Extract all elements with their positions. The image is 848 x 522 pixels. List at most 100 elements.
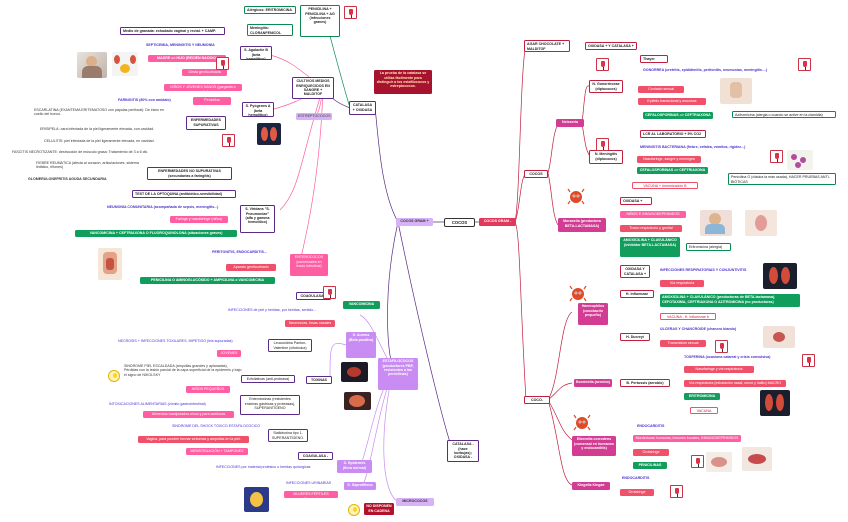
exfoliativas-node[interactable]: Exfoliativas (anti-proteasa) <box>241 375 295 383</box>
neisseria-node[interactable]: Neisseria <box>556 119 584 127</box>
coagulasa-neg-node[interactable]: COAGULASA - <box>298 452 333 460</box>
mordeduras-node[interactable]: Mordeduras humanas, lesiones bucales, IN… <box>633 435 741 442</box>
moraxella-node[interactable]: Moraxella (productora BETA-LACTAMASA) <box>558 218 606 232</box>
via-resp-node[interactable]: Vía respiratoria <box>660 280 704 287</box>
enfermedades-supurativas-node[interactable]: ENFERMEDADES SUPURATIVAS <box>186 116 226 130</box>
leucocidina-node[interactable]: Leucocidina Panton-Valentine (citotóxica… <box>268 339 312 352</box>
estreptococos-node[interactable]: ESTREPTOCOCOS <box>296 113 332 120</box>
child-image <box>700 210 732 236</box>
saprofiticus-node[interactable]: S. Saprofíticus <box>344 482 376 490</box>
gut-image <box>344 392 371 410</box>
pyogenes-node[interactable]: S. Pyógenes A (beta hemolítico) <box>242 102 274 117</box>
penicilinas-node[interactable]: PENICILINAS <box>633 462 667 469</box>
necrosis-text: NECROSIS + INFECCIONES TOXILARES, IMPETI… <box>118 339 233 343</box>
root-node[interactable]: COCOS <box>444 218 475 227</box>
eritromicina-node[interactable]: ERITROMICINA <box>684 393 720 400</box>
viridans-node[interactable]: S. Viridans "S. Pneumoniae" (alfa y gamm… <box>240 205 275 233</box>
vacuna-hib-node[interactable]: VACUNA - H. Influenzae b <box>660 313 716 320</box>
right-hub-node[interactable]: COCOS GRAM - <box>479 218 516 226</box>
cultivos-node[interactable]: CULTIVOS MEDIOS ENRIQUECIDOS EN SANGRE +… <box>292 77 334 99</box>
gonorrhoeae-node[interactable]: N. Gonorrhoeae (diplococos) <box>589 80 623 93</box>
microbe-icon <box>567 188 585 205</box>
epidermis-node[interactable]: S. Epidermis (flora normal) <box>337 460 372 473</box>
vacuna2-node[interactable]: VACUNA <box>690 407 718 414</box>
no-supurativas-node[interactable]: ENFERMEDADES NO SUPURATIVAS (secundarias… <box>147 167 232 180</box>
nasofaringe-node[interactable]: Nasofaringe, sangre y meninges <box>637 156 701 163</box>
amoxi-node[interactable]: AMOXICILINA + CLAVULÁNICO (inhibidor BET… <box>620 237 680 257</box>
meningitidis-node[interactable]: N. Meningitis (diplococos) <box>589 150 623 164</box>
orofaringe-node[interactable]: Orofaringe <box>633 449 669 456</box>
catalasa-oxidasa-node[interactable]: CATALASA + OXIDASA - <box>349 101 376 115</box>
neumonia-text: NEUMONÍA COMUNITARIA (acompañada de seps… <box>107 205 219 209</box>
menstruacion-node[interactable]: MENSTRUACIÓN + TAMPONES <box>186 448 248 455</box>
penicilina-node[interactable]: PENICILINA + PENICILINA + AG (infeccione… <box>300 5 340 37</box>
kingella-node[interactable]: Kingella Kingae <box>572 482 610 490</box>
haemophilus-node[interactable]: Haemophilus (cocobacilo pequeño) <box>578 303 608 325</box>
agalactiae-node[interactable]: S. Agalactie B (beta hemolítico) <box>240 46 272 60</box>
enterococos-node[interactable]: ENTEROCOCOS (comensales en tracto intest… <box>290 254 328 276</box>
microbe-icon <box>573 414 591 431</box>
cefalo1-node[interactable]: CEFALOSPORINAS => CEFTRIAXONA <box>643 112 713 119</box>
cocos-node[interactable]: COCOS <box>524 170 548 178</box>
penicilina-g-node[interactable]: Penicilina G (clásica la más usada), HAC… <box>728 173 836 185</box>
toxina1-node[interactable]: Staflotoxina tipo 1. SUPERANTÍGENO. <box>268 429 308 442</box>
contacto-node[interactable]: Contacto sexual <box>638 86 684 93</box>
jovenes-node[interactable]: JOVENES <box>217 350 241 357</box>
toxinas-node[interactable]: TOXINAS <box>306 376 332 384</box>
medio-granada-node[interactable]: Medio de granada: exhudado vaginal y rec… <box>120 27 225 35</box>
azitro-node[interactable]: Azitromicina (alergia o cuando se active… <box>732 111 836 118</box>
via-resp2-node[interactable]: Vía respiratoria (exhalación nasal, micr… <box>684 380 786 387</box>
catalasa-neg-node[interactable]: CATALASA - (hace borbujas); OXIDASA - <box>447 440 479 462</box>
cocobacilos-node[interactable]: COCO-BACILOS <box>524 396 550 404</box>
eritro-node[interactable]: Eritromicina (alergia) <box>686 243 731 251</box>
lcr-node[interactable]: LCR AL LABORATORIO + 5% CO2 <box>640 130 706 138</box>
alimentos-node[interactable]: Alimentos manipulados ninos y para aceit… <box>143 411 234 418</box>
aureus-node[interactable]: S. Aureus (Beta positiva) <box>346 332 376 358</box>
left-hub-node[interactable]: COCOS GRAM + <box>396 218 433 226</box>
gesta-node[interactable]: Gesta genitourinaria <box>182 69 227 76</box>
estafilococos-node[interactable]: ESTAFILOCOCOS (productores PBP, resisten… <box>378 358 418 390</box>
pertussis-node[interactable]: B. Pertussis (aerobio) <box>620 379 670 387</box>
ninos-jovenes-node[interactable]: NIÑOS Y JÓVENES SANOS (garganta o genita… <box>164 84 242 91</box>
enterotoxinas-node[interactable]: Enterotoxinas (resistentes enzimas gástr… <box>240 395 300 415</box>
ninos-pequenos-node[interactable]: NIÑOS PEQUEÑOS <box>186 386 230 393</box>
ducreyi-node[interactable]: H. Ducreyi <box>620 333 650 341</box>
mujeres-node[interactable]: MUJERES FÉRTILES (jóvenes) <box>284 491 338 498</box>
oxidasa3-node[interactable]: OXIDASA Y CATALASA + <box>620 265 650 278</box>
lungs-image <box>257 123 281 145</box>
bordetella-node[interactable]: Bordetella (aerobio) <box>574 379 612 387</box>
alergicos-node[interactable]: Alérgicos: ERITROMICINA <box>244 6 296 14</box>
enterococos-tratamiento-node[interactable]: PENICILINA O AMINOGLUCÓSIDO + AMPICILINA… <box>140 277 275 284</box>
ninos-inmuno-node[interactable]: NIÑOS E INMUNODEPRIMIDOS <box>620 211 686 218</box>
tracto-node[interactable]: Tracto respiratorio y genital <box>620 225 682 232</box>
vancomicina-node[interactable]: VANCOMICINA + CEFTRIAXONA O FLUOROQUINOL… <box>75 230 237 237</box>
transmision-node[interactable]: Transmisión sexual <box>660 340 706 347</box>
vagina-node[interactable]: Vagina, para pueden formar síntomas y am… <box>138 436 249 443</box>
faringe-node[interactable]: Faringe y nasofaringe (niños) <box>170 216 228 223</box>
nasofaringe2-node[interactable]: Nasofaringe y vía respiratoria <box>684 366 754 373</box>
thayer-node[interactable]: Thayer Martin <box>640 55 668 63</box>
orofaringe2-node[interactable]: Orofaringe <box>620 489 654 496</box>
epitelio-node[interactable]: Epitelio transicional y mucosas <box>638 98 706 105</box>
agar-node[interactable]: AGAR CHOCOLATE + MALDITOF <box>524 40 570 52</box>
oxidasa-node[interactable]: OXIDASA + Y CATALASA + <box>585 42 637 50</box>
meningitis-node[interactable]: Meningitis: CLORANFENICOL <box>247 24 293 36</box>
oxidasa2-node[interactable]: OXIDASA + <box>620 197 652 205</box>
aparato-node[interactable]: Aparato genitourinario <box>226 264 276 271</box>
micrococos-node[interactable]: MICROCOCOS <box>396 498 434 506</box>
madre-hijo-node[interactable]: MADRE => HIJO (RECIÉN NACIDO) <box>148 55 226 62</box>
vacuna-node[interactable]: VACUNA + Inmunización B <box>632 182 698 189</box>
amoxi2-node[interactable]: AMOXICILINA + CLAVULÁNICO (productoras d… <box>660 294 800 307</box>
eikenella-node[interactable]: Eikenella corrodens (comensal en humanos… <box>572 436 616 456</box>
fascitis-text: FASCITIS NECROTIZANTE: destrucción de mú… <box>12 150 149 154</box>
cefalo2-node[interactable]: CEFALOSPORINAS => CEFTRIAXONA <box>637 167 708 174</box>
optoquina-node[interactable]: TEST DE LA OPTOQUINA (antibiótico-sensib… <box>132 190 236 198</box>
ulceras-text: ÚLCERAS Y CHANCROIDE (chancro blando) <box>660 327 737 331</box>
influenzae-node[interactable]: H. Influenzae <box>620 290 654 298</box>
lungs-image <box>760 390 790 416</box>
vancomicina-node[interactable]: VANCOMICINA <box>343 301 380 309</box>
intoxicaciones-text: INTOXICACIONES ALIMENTARIAS (vómito gast… <box>109 402 206 406</box>
escarlatina-text: ESCARLATINA (EXANTEMA ERITEMATOSO con pá… <box>34 108 165 117</box>
penicilina-node[interactable]: Penicilina <box>193 97 231 105</box>
neumonias-node[interactable]: Neumonías, fosas nasales <box>285 320 335 327</box>
